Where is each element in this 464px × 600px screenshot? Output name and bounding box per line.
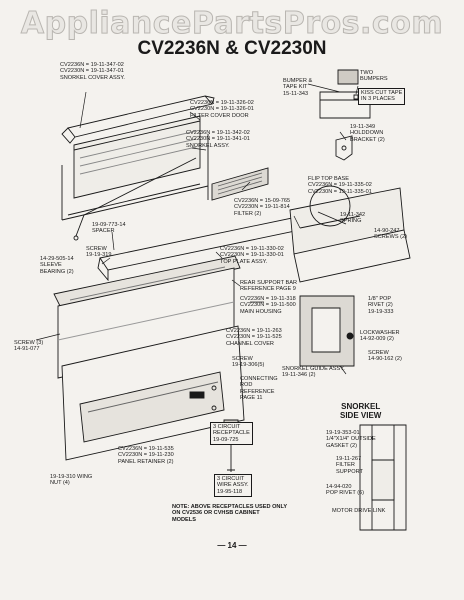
label-screw-3: SCREW (3)14-91-077	[14, 340, 44, 353]
page-number: — 14 —	[217, 541, 247, 550]
channel-cover-part	[62, 326, 244, 460]
snorkel-assembly-part	[62, 134, 208, 240]
watermark: AppliancePartsPros.com	[20, 6, 444, 42]
label-snorkel-guide-assembly: SNORKEL GUIDE ASSY.19-11-346 (2)	[282, 366, 345, 379]
leader-lines	[36, 84, 358, 374]
holddown-bracket-part	[336, 136, 352, 160]
rear-support-bar-part	[54, 256, 240, 306]
filter-part	[212, 168, 268, 200]
label-motor-drive-link: MOTOR DRIVE LINK	[332, 508, 386, 514]
flip-top-base-part	[290, 186, 410, 282]
snorkel-cover-part	[62, 96, 214, 143]
filter-cover-door-part	[74, 116, 200, 198]
snorkel-side-view-part	[360, 425, 406, 530]
page-title: CV2236N & CV2230N	[137, 38, 327, 59]
bumper-kit-part	[320, 70, 370, 118]
snorkel-guide-assembly-part	[300, 296, 354, 366]
